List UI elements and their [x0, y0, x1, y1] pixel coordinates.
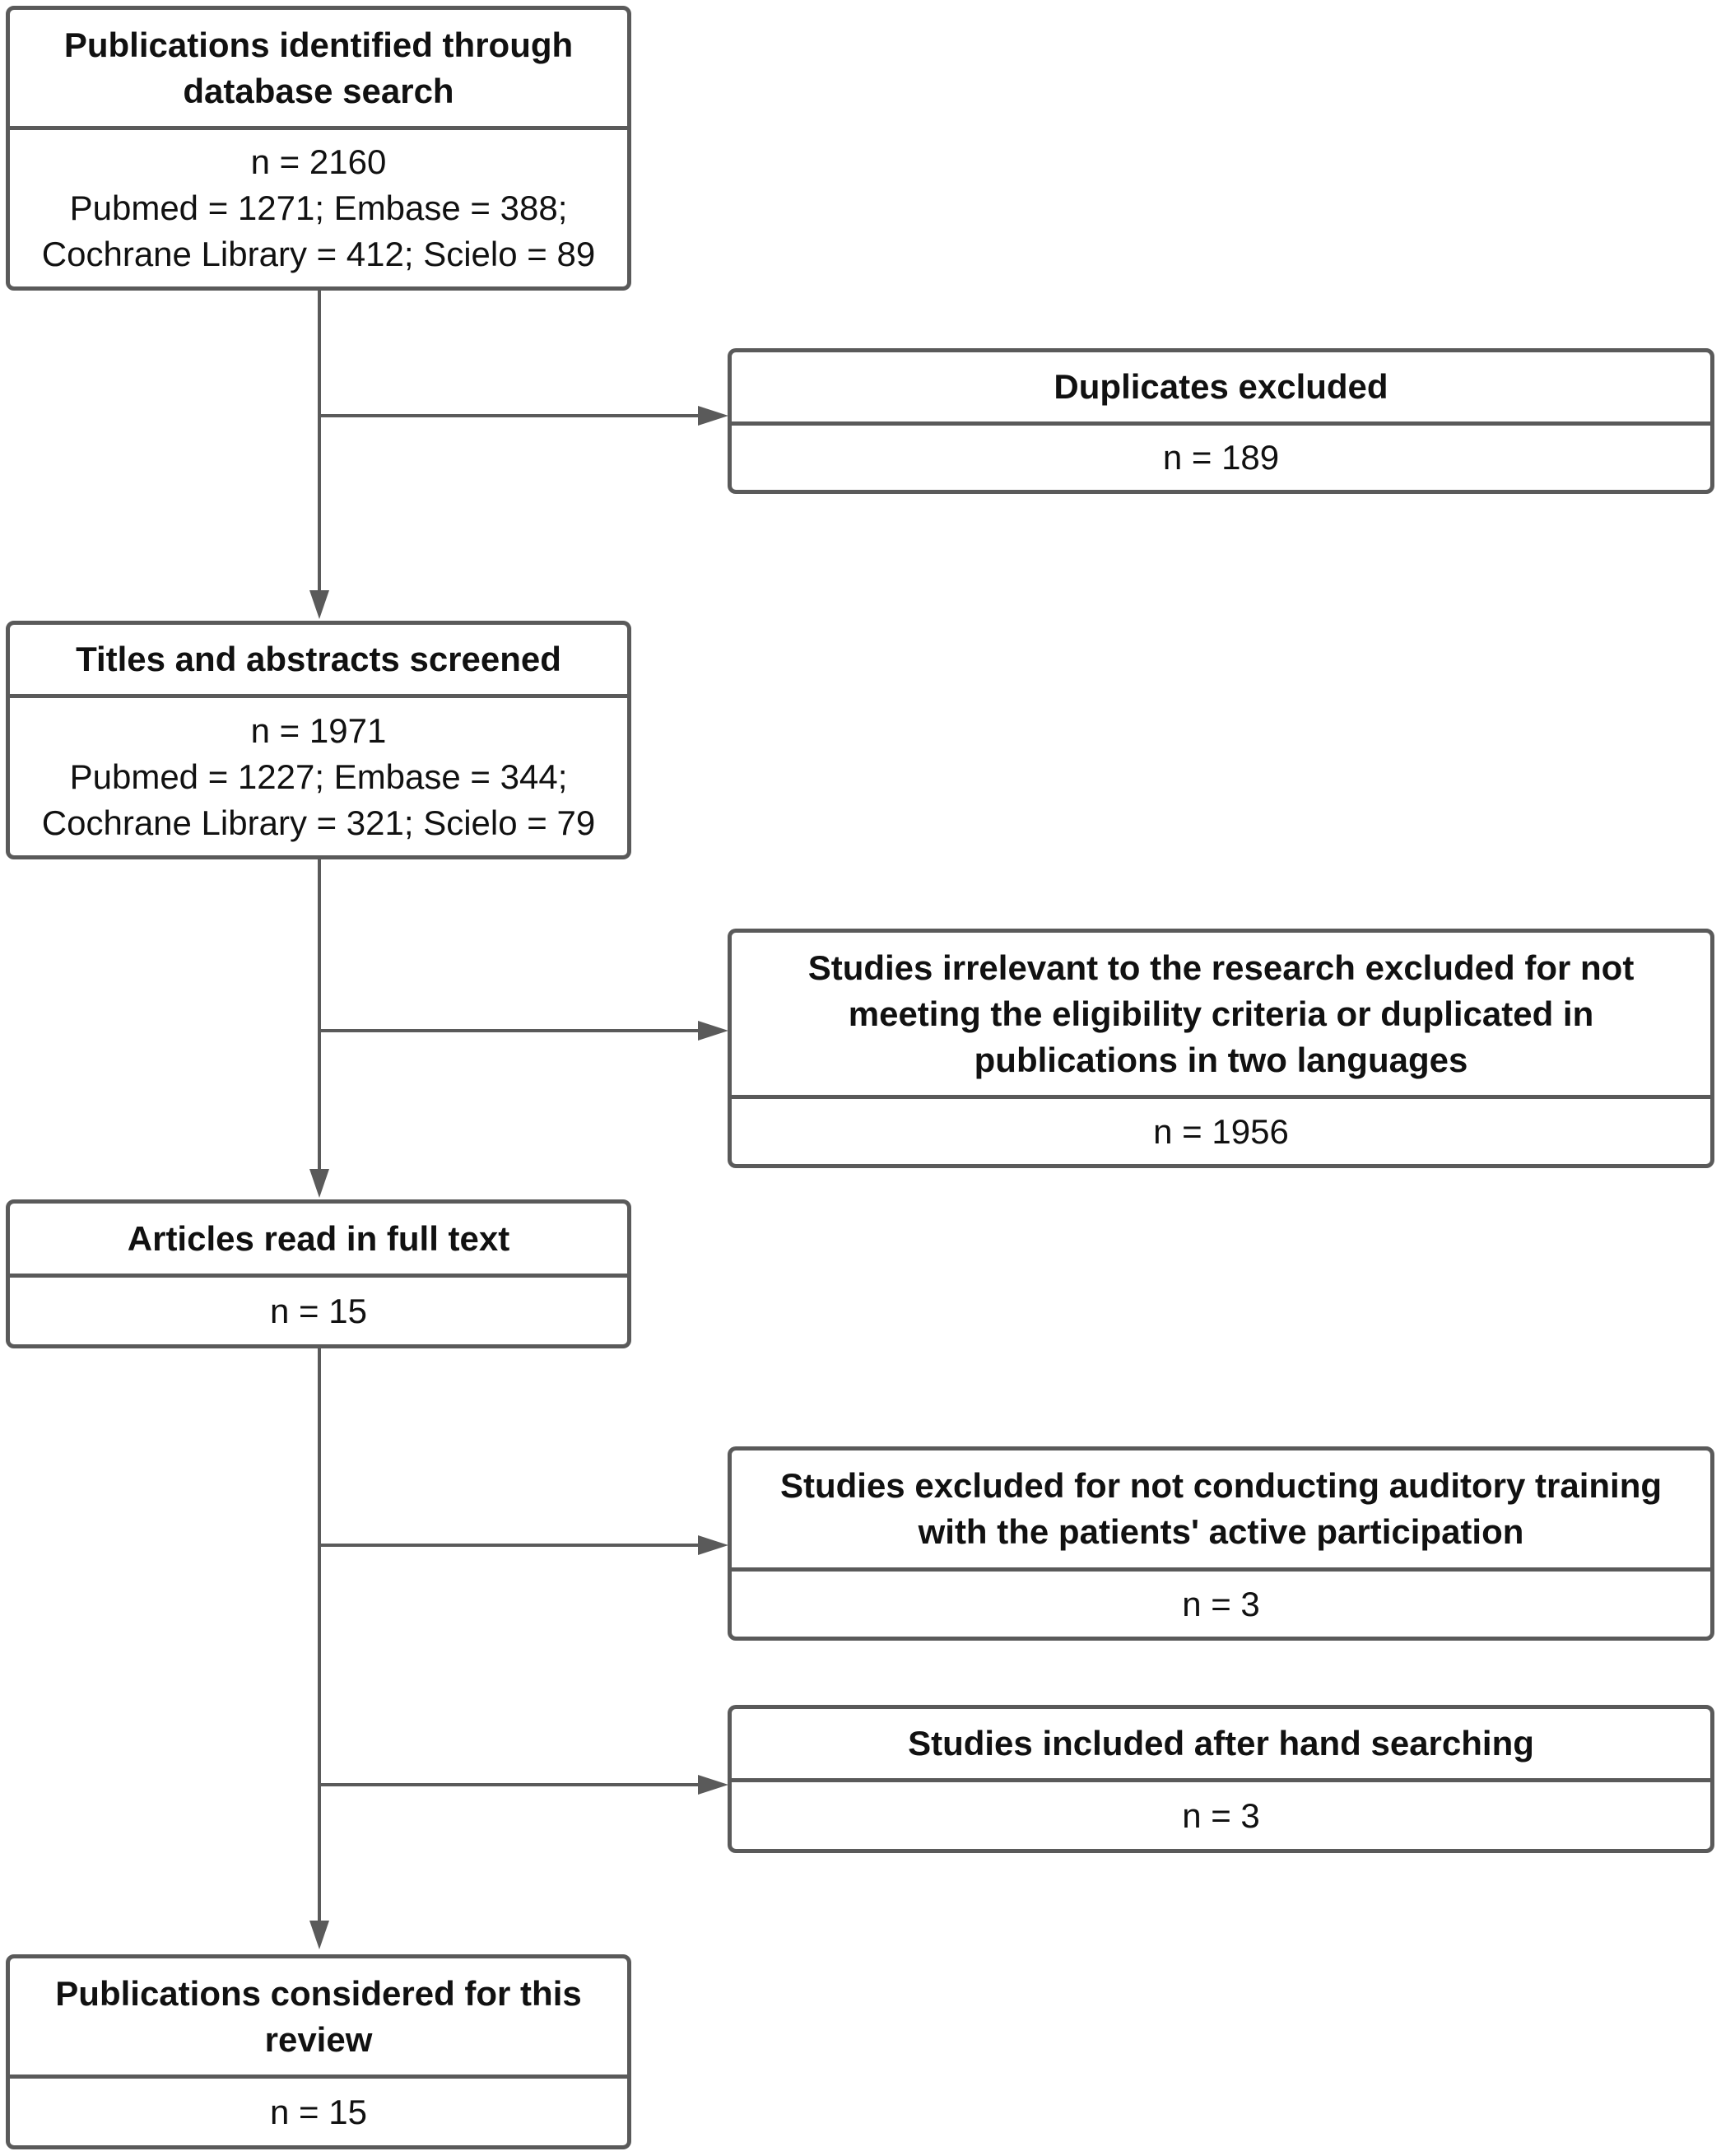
box-titles-abstracts-screened-title: Titles and abstracts screened: [10, 625, 627, 698]
arrowhead-considered: [309, 1921, 329, 1949]
arrowhead-irrelevant: [698, 1021, 728, 1041]
box-duplicates-excluded-title: Duplicates excluded: [732, 352, 1710, 426]
title-line: Studies included after hand searching: [908, 1724, 1534, 1763]
title-line: publications in two languages: [974, 1040, 1468, 1079]
title-line: Publications identified through: [63, 25, 574, 64]
box-publications-considered-count: n = 15: [10, 2079, 627, 2145]
box-duplicates-excluded-count: n = 189: [732, 426, 1710, 490]
box-articles-full-text-count: n = 15: [10, 1278, 627, 1344]
count-line: n = 3: [1182, 1584, 1260, 1623]
box-studies-irrelevant-excluded: Studies irrelevant to the research exclu…: [728, 929, 1714, 1168]
box-articles-full-text: Articles read in full text n = 15: [6, 1199, 631, 1348]
title-line: database search: [183, 71, 454, 110]
box-studies-irrelevant-excluded-count: n = 1956: [732, 1099, 1710, 1164]
count-line: Pubmed = 1271; Embase = 388;: [69, 189, 568, 227]
box-articles-full-text-title: Articles read in full text: [10, 1204, 627, 1278]
arrowhead-hand-search: [698, 1775, 728, 1795]
count-line: n = 3: [1182, 1795, 1260, 1835]
title-line: review: [264, 2019, 373, 2059]
box-publications-identified: Publications identified through database…: [6, 6, 631, 291]
box-studies-hand-searching: Studies included after hand searching n …: [728, 1705, 1714, 1853]
title-line: Studies excluded for not conducting audi…: [779, 1466, 1663, 1505]
count-line: n = 1956: [1153, 1111, 1289, 1151]
title-line: Articles read in full text: [127, 1218, 510, 1258]
box-studies-excluded-training: Studies excluded for not conducting audi…: [728, 1446, 1714, 1641]
box-studies-excluded-training-count: n = 3: [732, 1572, 1710, 1637]
title-line: Publications considered for this: [55, 1973, 582, 2013]
title-line: Titles and abstracts screened: [76, 640, 561, 678]
box-publications-identified-title: Publications identified through database…: [10, 10, 627, 130]
count-line: n = 1971: [250, 710, 387, 750]
count-line: n = 189: [1162, 438, 1280, 477]
box-studies-excluded-training-title: Studies excluded for not conducting audi…: [732, 1451, 1710, 1572]
box-titles-abstracts-screened-count: n = 1971 Pubmed = 1227; Embase = 344; Co…: [10, 698, 627, 855]
box-titles-abstracts-screened: Titles and abstracts screened n = 1971 P…: [6, 621, 631, 859]
arrowhead-screened: [309, 590, 329, 619]
arrowhead-duplicates: [698, 406, 728, 426]
count-line: n = 2160: [250, 142, 387, 181]
title-line: Duplicates excluded: [1054, 367, 1388, 406]
box-duplicates-excluded: Duplicates excluded n = 189: [728, 348, 1714, 494]
box-publications-identified-count: n = 2160 Pubmed = 1271; Embase = 388; Co…: [10, 130, 627, 286]
count-line: n = 15: [270, 1291, 367, 1330]
box-publications-considered-title: Publications considered for this review: [10, 1958, 627, 2079]
count-line: n = 15: [270, 2092, 367, 2131]
count-line: Cochrane Library = 321; Scielo = 79: [41, 803, 596, 842]
count-line: Pubmed = 1227; Embase = 344;: [69, 757, 568, 796]
count-line: Cochrane Library = 412; Scielo = 89: [41, 235, 596, 273]
arrowhead-fulltext: [309, 1169, 329, 1198]
box-studies-irrelevant-excluded-title: Studies irrelevant to the research exclu…: [732, 933, 1710, 1099]
title-line: with the patients' active participation: [918, 1512, 1524, 1551]
box-studies-hand-searching-count: n = 3: [732, 1782, 1710, 1849]
title-line: meeting the eligibility criteria or dupl…: [848, 994, 1594, 1033]
arrowhead-excluded-training: [698, 1535, 728, 1555]
box-studies-hand-searching-title: Studies included after hand searching: [732, 1709, 1710, 1782]
box-publications-considered: Publications considered for this review …: [6, 1954, 631, 2149]
title-line: Studies irrelevant to the research exclu…: [807, 948, 1635, 987]
